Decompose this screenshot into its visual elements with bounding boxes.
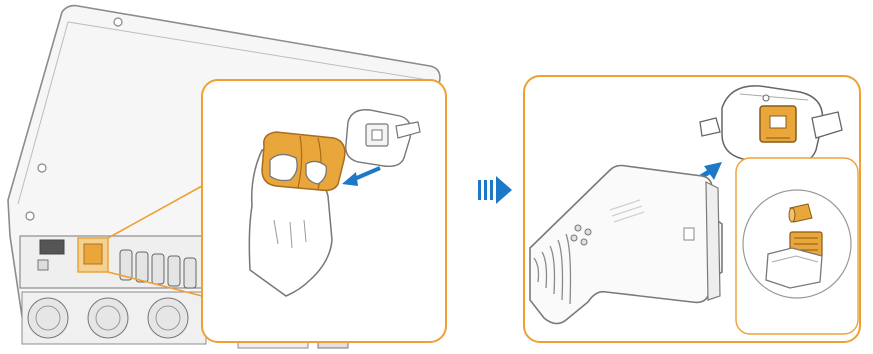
screw-icon	[26, 212, 34, 220]
panel-insert-module	[524, 76, 860, 342]
callout-remove-cap	[202, 80, 446, 342]
screw-icon	[38, 164, 46, 172]
detail-inset-connector	[736, 158, 858, 334]
triple-chevron-arrow-icon	[478, 176, 512, 204]
screw-icon	[114, 18, 122, 26]
fan-grille	[22, 292, 206, 344]
